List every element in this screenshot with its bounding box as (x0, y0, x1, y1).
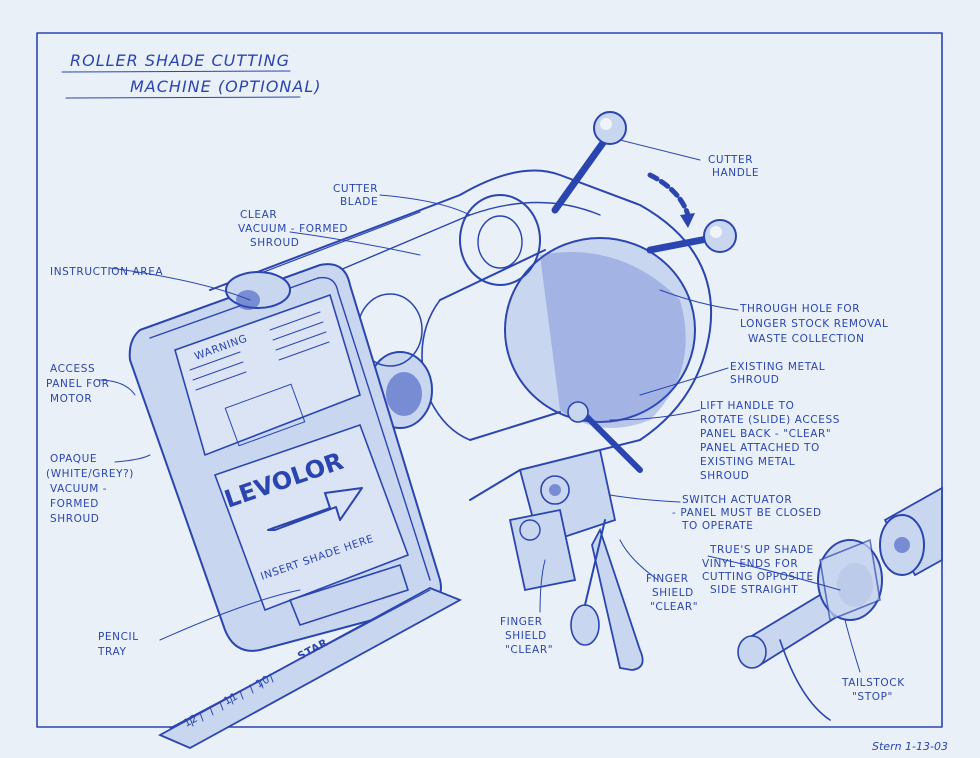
title-line-2: MACHINE (OPTIONAL) (130, 77, 321, 96)
label-text: LONGER STOCK REMOVAL (740, 318, 889, 330)
label-text: SHIELD (652, 587, 694, 599)
label-text: EXISTING METAL (730, 361, 825, 373)
machine-illustration: WARNING LEVOLOR INSERT SHADE HERE (128, 111, 943, 750)
label-finger-shield-right: FINGER SHIELD "CLEAR" (646, 573, 698, 613)
label-text: SHIELD (505, 630, 547, 642)
brand-panel (213, 423, 410, 612)
label-text: PENCIL (98, 631, 139, 643)
label-opaque-shroud: OPAQUE (WHITE/GREY?) VACUUM - FORMED SHR… (46, 453, 134, 525)
label-text: FORMED (50, 498, 99, 510)
label-switch-actuator: SWITCH ACTUATOR - PANEL MUST BE CLOSED T… (672, 494, 822, 532)
label-text: SHROUD (700, 470, 750, 482)
label-text: (WHITE/GREY?) (46, 468, 134, 480)
label-text: CUTTING OPPOSITE (702, 571, 814, 583)
drawing-border (36, 32, 943, 728)
label-tailstock: TAILSTOCK "STOP" (841, 677, 905, 703)
label-cutter-blade: CUTTER BLADE (333, 183, 378, 208)
label-text: - PANEL MUST BE CLOSED (672, 507, 822, 519)
label-text: PANEL ATTACHED TO (700, 442, 820, 454)
label-text: PANEL FOR (46, 378, 110, 390)
label-cutter-handle: CUTTER HANDLE (708, 154, 759, 179)
label-text: TRAY (97, 646, 126, 658)
tailstock-base (779, 639, 831, 721)
label-text: TRUE'S UP SHADE (709, 544, 814, 556)
title-block: ROLLER SHADE CUTTING MACHINE (OPTIONAL) (61, 51, 321, 99)
label-lift-handle: LIFT HANDLE TO ROTATE (SLIDE) ACCESS PAN… (700, 400, 840, 482)
leader-lines (97, 139, 861, 673)
label-text: PANEL BACK - "CLEAR" (700, 428, 831, 440)
label-text: SHROUD (730, 374, 780, 386)
label-finger-shield-bottom: FINGER SHIELD "CLEAR" (500, 616, 553, 656)
label-text: FINGER (646, 573, 689, 585)
label-text: TO OPERATE (681, 520, 754, 532)
label-text: WASTE COLLECTION (748, 333, 865, 345)
clear-shroud (209, 169, 713, 501)
label-text: HANDLE (712, 167, 759, 179)
label-text: OPAQUE (50, 453, 97, 465)
cutter-handle-lower (646, 219, 737, 254)
label-text: BLADE (340, 196, 378, 208)
label-text: EXISTING METAL (700, 456, 795, 468)
label-through-hole: THROUGH HOLE FOR LONGER STOCK REMOVAL WA… (739, 303, 889, 345)
label-text: INSTRUCTION AREA (50, 266, 163, 278)
label-text: "CLEAR" (650, 601, 698, 613)
cutter-blade (459, 194, 541, 286)
label-text: SHROUD (250, 237, 300, 249)
label-text: CUTTER (708, 154, 753, 166)
signature: Stern 1-13-03 (872, 740, 948, 753)
label-text: SWITCH ACTUATOR (682, 494, 792, 506)
panel-knob (225, 271, 291, 310)
rotation-arrow (647, 172, 691, 218)
drum (504, 237, 696, 423)
ruler: 12 11 10 STAR (157, 587, 463, 750)
label-text: ACCESS (50, 363, 95, 375)
label-access-panel: ACCESS PANEL FOR MOTOR (46, 363, 110, 405)
label-text: TAILSTOCK (841, 677, 905, 689)
label-text: MOTOR (50, 393, 92, 405)
instruction-text-lines (189, 311, 330, 447)
label-text: "STOP" (852, 691, 893, 703)
label-text: SIDE STRAIGHT (710, 584, 798, 596)
label-text: CLEAR (240, 209, 277, 221)
label-text: CUTTER (333, 183, 378, 195)
cutter-handle-upper (551, 111, 627, 214)
tailstock (737, 538, 883, 669)
switch-assembly (508, 401, 643, 592)
label-text: FINGER (500, 616, 543, 628)
label-text: VACUUM - FORMED (238, 223, 348, 235)
finger-shield-lever (570, 519, 644, 671)
label-instruction-area: INSTRUCTION AREA (50, 266, 163, 278)
label-text: VINYL ENDS FOR (702, 558, 798, 570)
label-text: ROTATE (SLIDE) ACCESS (700, 414, 840, 426)
label-text: LIFT HANDLE TO (700, 400, 794, 412)
label-text: "CLEAR" (505, 644, 553, 656)
label-text: SHROUD (50, 513, 100, 525)
label-text: VACUUM - (50, 483, 107, 495)
insert-arrow (267, 487, 363, 531)
label-pencil-tray: PENCIL TRAY (97, 631, 139, 658)
label-clear-shroud: CLEAR VACUUM - FORMED SHROUD (238, 209, 348, 249)
label-existing-shroud: EXISTING METAL SHROUD (730, 361, 825, 386)
pencil-tray (289, 564, 409, 626)
shade-roll (879, 486, 943, 577)
label-text: THROUGH HOLE FOR (739, 303, 860, 315)
label-trues-up: TRUE'S UP SHADE VINYL ENDS FOR CUTTING O… (702, 544, 814, 596)
instruction-window (174, 293, 361, 457)
title-line-1: ROLLER SHADE CUTTING (70, 51, 290, 70)
